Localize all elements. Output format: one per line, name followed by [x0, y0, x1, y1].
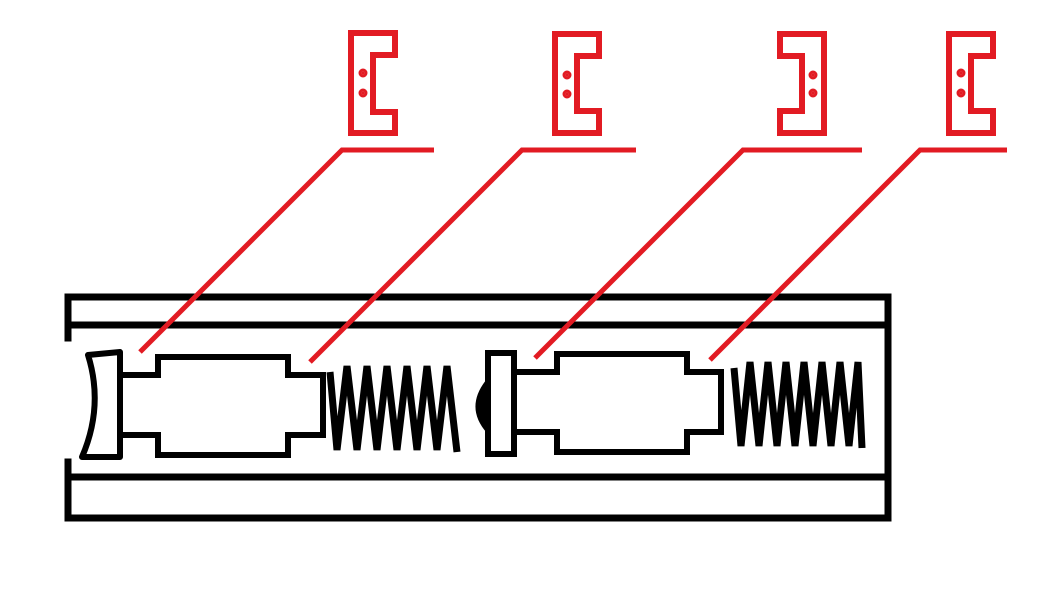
callout-bracket-1-dot-2	[358, 88, 368, 98]
callout-label-1	[348, 30, 398, 136]
piston-1-body	[120, 354, 326, 458]
callout-label-2	[552, 31, 602, 136]
callout-line-1	[138, 147, 434, 354]
callout-bracket-3	[777, 31, 827, 136]
callout-bracket-2-dot-2	[562, 89, 572, 99]
stopper-plate	[485, 350, 517, 457]
callout-bracket-1	[348, 30, 398, 136]
callout-bracket-4-dot-2	[956, 88, 966, 98]
callout-label-3	[777, 31, 827, 136]
callout-bracket-4-dot	[956, 68, 966, 78]
piston-2-body	[514, 351, 724, 455]
end-cap-body	[79, 349, 123, 460]
callout-bracket-1-dot	[358, 68, 368, 78]
spring-2	[730, 361, 866, 449]
callout-label-4	[946, 31, 996, 136]
housing-upper-wall	[64, 293, 892, 522]
callout-line-4	[708, 147, 1007, 362]
callout-bracket-2	[552, 31, 602, 136]
callout-bracket-3-dot	[808, 70, 818, 80]
piston-2	[514, 351, 724, 455]
callout-bracket-3-dot-2	[808, 88, 818, 98]
stopper	[475, 350, 517, 457]
spring-1-coil	[326, 365, 461, 453]
callout-bracket-2-dot	[562, 70, 572, 80]
piston-1	[120, 354, 326, 458]
spring-2-coil	[730, 361, 866, 449]
callout-bracket-4	[946, 31, 996, 136]
callout-line-3	[533, 147, 862, 360]
spring-1	[326, 365, 461, 453]
callout-label-boxes	[348, 30, 996, 136]
callout-line-2	[308, 147, 636, 364]
callout-lines	[138, 147, 1007, 364]
end-cap	[79, 349, 123, 460]
housing	[64, 293, 892, 522]
